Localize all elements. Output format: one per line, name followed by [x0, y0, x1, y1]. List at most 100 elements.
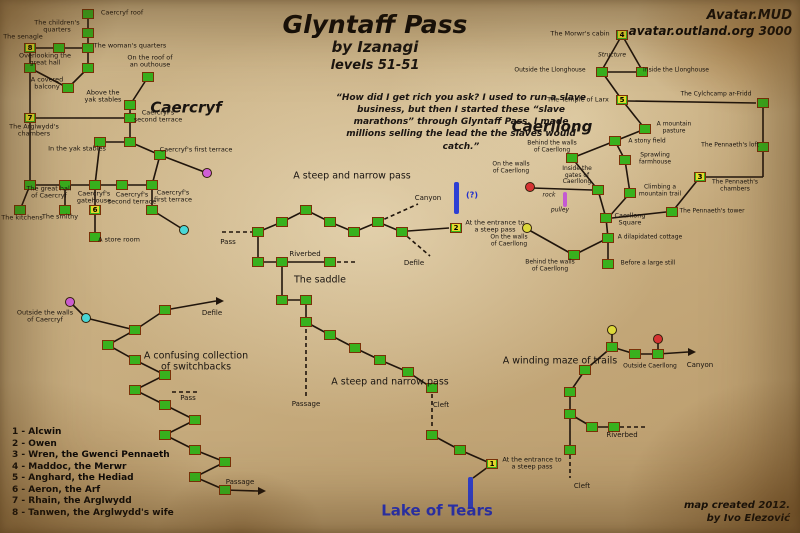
- map-room: [159, 430, 171, 440]
- map-label: Canyon: [414, 194, 442, 203]
- legend-entry: 3 - Wren, the Gwenci Pennaeth: [12, 450, 170, 460]
- room-npc-3: 3: [694, 172, 706, 182]
- map-label: A store room: [98, 235, 140, 244]
- npc-number-label: 3: [696, 173, 704, 181]
- map-room: [324, 217, 336, 227]
- map-room: [159, 305, 171, 315]
- map-label: Caercryf: [150, 98, 222, 117]
- map-path: [601, 34, 623, 71]
- map-path: [159, 154, 208, 174]
- map-room: [124, 113, 136, 123]
- npc-number-label: 7: [26, 114, 34, 122]
- map-label: Caercryf's second terrace: [107, 190, 157, 206]
- map-label: Caercryf's first terrace: [159, 145, 233, 154]
- map-label: The Temple of Larx: [547, 95, 609, 104]
- map-path: [621, 34, 643, 71]
- map-room: [129, 385, 141, 395]
- map-label: Sprawling farmhouse: [638, 151, 672, 165]
- map-label: Overlooking the great hall: [19, 51, 71, 67]
- map-room: [396, 227, 408, 237]
- map-label: A mountain pasture: [656, 120, 692, 134]
- map-label: The smithy: [41, 212, 79, 221]
- map-room: [89, 232, 101, 242]
- map-label: The saddle: [293, 274, 347, 286]
- map-path: [624, 159, 631, 194]
- portal-marker: [522, 223, 532, 233]
- map-label: At the entrance to a steep pass: [465, 218, 525, 234]
- map-path: [671, 176, 701, 213]
- npc-number-label: 1: [488, 460, 496, 468]
- legend-entry: 8 - Tanwen, the Arglwydd's wife: [12, 507, 174, 518]
- map-label: Caerllong Square: [614, 211, 646, 227]
- map-room: [602, 233, 614, 243]
- map-label: A steep and narrow pass: [293, 170, 411, 182]
- map-label: Inside the gates of Caerllong: [562, 164, 592, 186]
- map-room: [374, 355, 386, 365]
- map-label: Pass: [180, 394, 196, 403]
- map-path: [164, 300, 217, 311]
- map-label: Canyon: [686, 361, 714, 370]
- map-room: [636, 67, 648, 77]
- map-room: [53, 43, 65, 53]
- map-label: The senagle: [3, 32, 43, 41]
- map-label: Inside the Llonghouse: [643, 66, 709, 74]
- room-npc-2: 2: [450, 223, 462, 233]
- mud-address: avatar.outland.org 3000: [628, 24, 792, 39]
- map-credits: map created 2012. by Ivo Elezović: [684, 499, 790, 525]
- map-path: [94, 141, 101, 186]
- map-label: On the walls of Caerllong: [492, 160, 530, 174]
- map-room: [579, 365, 591, 375]
- legend-entry: 7 - Rhain, the Arglwydd: [12, 496, 132, 506]
- map-label: The Cylchcamp ar-Fridd: [680, 90, 752, 98]
- map-room: [426, 430, 438, 440]
- map-room: [568, 250, 580, 260]
- map-room: [24, 63, 36, 73]
- map-room: [189, 472, 201, 482]
- map-path: [85, 317, 136, 331]
- map-room: [116, 180, 128, 190]
- map-label: A winding maze of trails: [502, 355, 618, 367]
- portal-marker: [607, 325, 617, 335]
- map-room: [102, 340, 114, 350]
- legend-entry: 1 - Alcwin: [12, 427, 62, 437]
- map-room: [596, 67, 608, 77]
- credits-author: by Ivo Elezović: [706, 513, 790, 524]
- map-label: Caercryf's first terrace: [153, 188, 193, 204]
- map-label: In the yak stables: [48, 144, 106, 153]
- map-room: [59, 205, 71, 215]
- map-room: [757, 142, 769, 152]
- map-room: [276, 257, 288, 267]
- npc-number-label: 8: [26, 44, 34, 52]
- legend-entry: 5 - Anghard, the Hediad: [12, 473, 134, 483]
- portal-marker: [653, 334, 663, 344]
- map-room: [146, 205, 158, 215]
- map-room: [129, 325, 141, 335]
- mud-brand-block: Avatar.MUD avatar.outland.org 3000: [629, 8, 792, 39]
- map-label: Lake of Tears: [381, 501, 493, 520]
- map-room: [300, 205, 312, 215]
- room-npc-7: 7: [24, 113, 36, 123]
- map-room: [219, 457, 231, 467]
- exit-arrow: [688, 348, 696, 356]
- map-label: The great hall of Caercryf: [26, 184, 72, 200]
- map-path: [531, 187, 593, 191]
- map-label: A stony field: [628, 137, 666, 145]
- map-room: [300, 317, 312, 327]
- map-label: (?): [466, 190, 478, 200]
- map-label: Outside Caerllong: [623, 362, 677, 370]
- map-title: Glyntaff Pass: [282, 10, 468, 39]
- map-room: [426, 383, 438, 393]
- map-label: A dilapidated cottage: [617, 233, 683, 241]
- map-label: On the roof of an outhouse: [127, 53, 173, 69]
- map-room: [159, 370, 171, 380]
- map-label: The Pennaeth's loft: [701, 141, 759, 149]
- map-title-block: Glyntaff Pass by Izanagi levels 51-51: [270, 10, 480, 73]
- map-path: [571, 157, 599, 191]
- map-room: [124, 137, 136, 147]
- map-room: [629, 349, 641, 359]
- map-room: [602, 259, 614, 269]
- portal-marker: [525, 182, 535, 192]
- map-room: [252, 227, 264, 237]
